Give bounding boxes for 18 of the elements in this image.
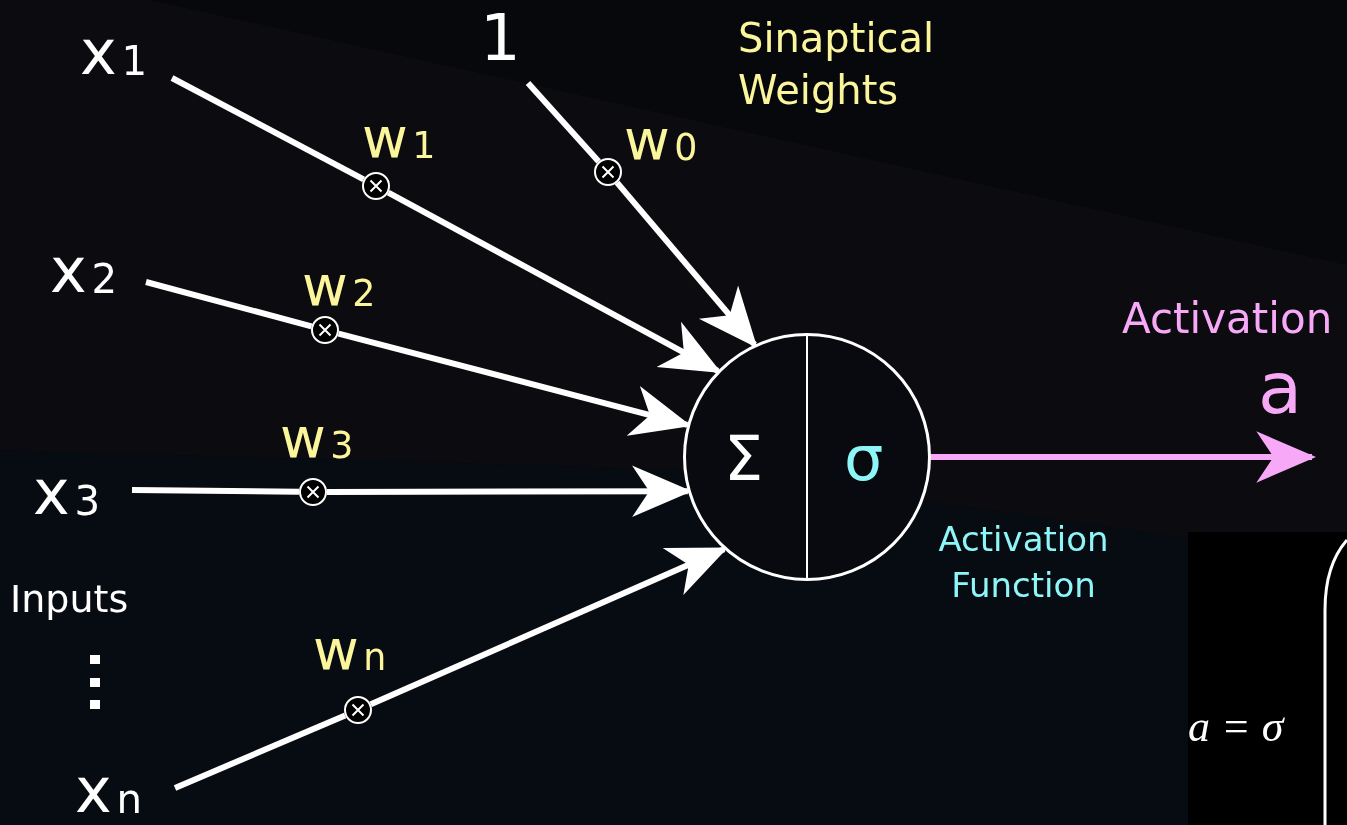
- input-label: 1: [480, 6, 521, 70]
- sum-symbol: Σ: [724, 428, 764, 490]
- connector-line: [170, 75, 366, 183]
- arrow: [386, 190, 722, 374]
- activation-symbol: σ: [844, 428, 884, 490]
- connector-line: [173, 712, 347, 791]
- connector-line: [131, 487, 300, 495]
- connector-line: [145, 279, 313, 330]
- output-symbol: a: [1258, 352, 1303, 424]
- arrow: [614, 180, 758, 348]
- formula-text: a = σ: [1188, 705, 1284, 749]
- arrow: [369, 546, 728, 708]
- annotation-text: Inputs: [10, 580, 129, 618]
- annotation-text: Sinaptical Weights: [738, 14, 936, 115]
- function-caption: Activation Function: [937, 518, 1110, 607]
- output-label: Activation: [1122, 298, 1333, 340]
- connector-line: [525, 81, 601, 164]
- arrow: [931, 431, 1317, 483]
